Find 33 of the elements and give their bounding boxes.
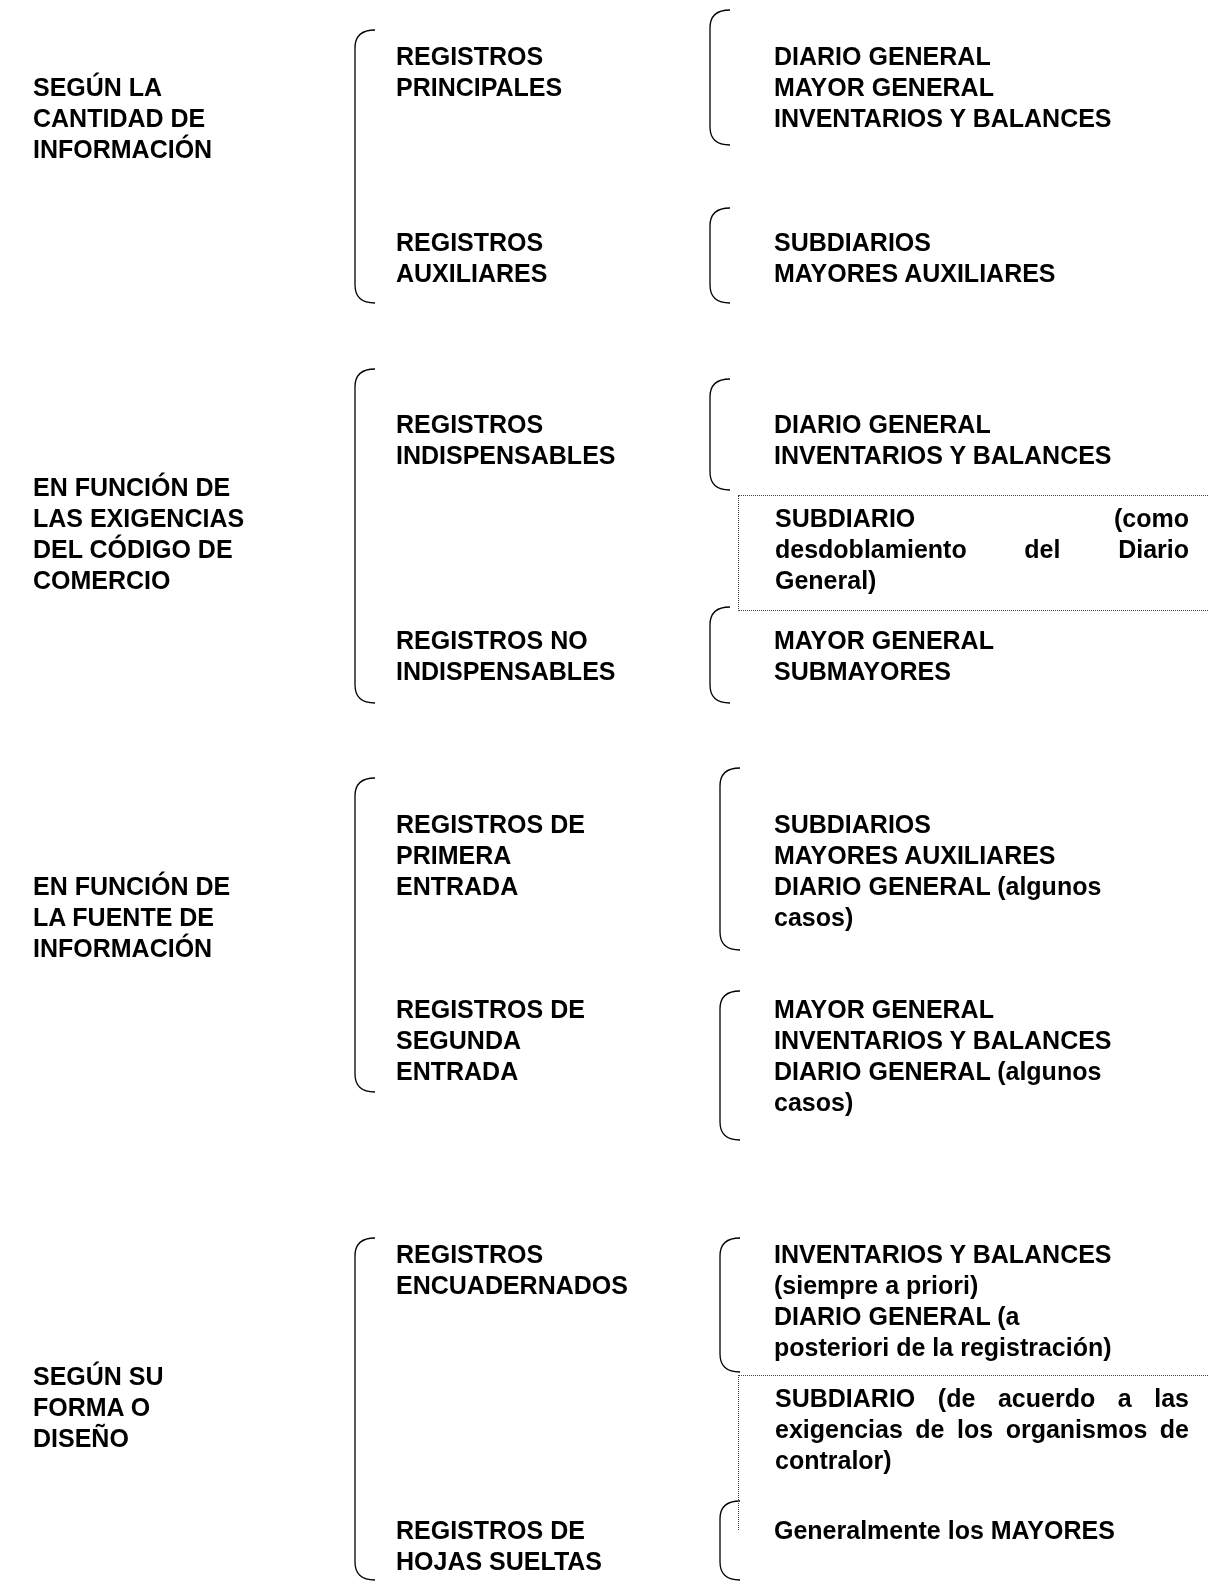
item-label: INVENTARIOS Y BALANCES	[774, 1025, 1113, 1056]
dotted-box	[738, 495, 1208, 611]
box-text: SUBDIARIO (como desdoblamiento del Diario General)	[775, 503, 1189, 596]
item-label: INVENTARIOS Y BALANCES	[774, 103, 1113, 134]
heading-label: EN FUNCIÓN DE LAS EXIGENCIAS DEL CÓDIGO DE COMERCIO	[33, 472, 246, 596]
category-label: REGISTROS INDISPENSABLES	[396, 409, 617, 471]
item-label: SUBDIARIOS	[774, 809, 932, 840]
item-label: MAYOR GENERAL	[774, 625, 995, 656]
heading-label: SEGÚN SU FORMA O DISEÑO	[33, 1361, 165, 1454]
box-text: SUBDIARIO (de acuerdo a las exigencias de los organismos de contralor)	[775, 1383, 1189, 1476]
item-label: SUBMAYORES	[774, 656, 952, 687]
item-label: DIARIO GENERAL (algunos casos)	[774, 1056, 1103, 1118]
item-label: DIARIO GENERAL	[774, 409, 992, 440]
item-label: INVENTARIOS Y BALANCES	[774, 440, 1113, 471]
item-label: SUBDIARIOS	[774, 227, 932, 258]
item-label: DIARIO GENERAL (a posteriori de la registración)	[774, 1301, 1113, 1363]
item-label: MAYORES AUXILIARES	[774, 840, 1057, 871]
category-label: REGISTROS AUXILIARES	[396, 227, 549, 289]
item-label: MAYOR GENERAL	[774, 72, 995, 103]
heading-label: EN FUNCIÓN DE LA FUENTE DE INFORMACIÓN	[33, 871, 232, 964]
item-label: Generalmente los MAYORES	[774, 1515, 1116, 1546]
item-label: MAYOR GENERAL	[774, 994, 995, 1025]
item-label: INVENTARIOS Y BALANCES (siempre a priori)	[774, 1239, 1113, 1301]
category-label: REGISTROS ENCUADERNADOS	[396, 1239, 629, 1301]
item-label: MAYORES AUXILIARES	[774, 258, 1057, 289]
item-label: DIARIO GENERAL (algunos casos)	[774, 871, 1103, 933]
category-label: REGISTROS DE PRIMERA ENTRADA	[396, 809, 586, 902]
category-label: REGISTROS DE HOJAS SUELTAS	[396, 1515, 604, 1577]
category-label: REGISTROS DE SEGUNDA ENTRADA	[396, 994, 586, 1087]
category-label: REGISTROS PRINCIPALES	[396, 41, 564, 103]
category-label: REGISTROS NO INDISPENSABLES	[396, 625, 617, 687]
item-label: DIARIO GENERAL	[774, 41, 992, 72]
heading-label: SEGÚN LA CANTIDAD DE INFORMACIÓN	[33, 72, 214, 165]
